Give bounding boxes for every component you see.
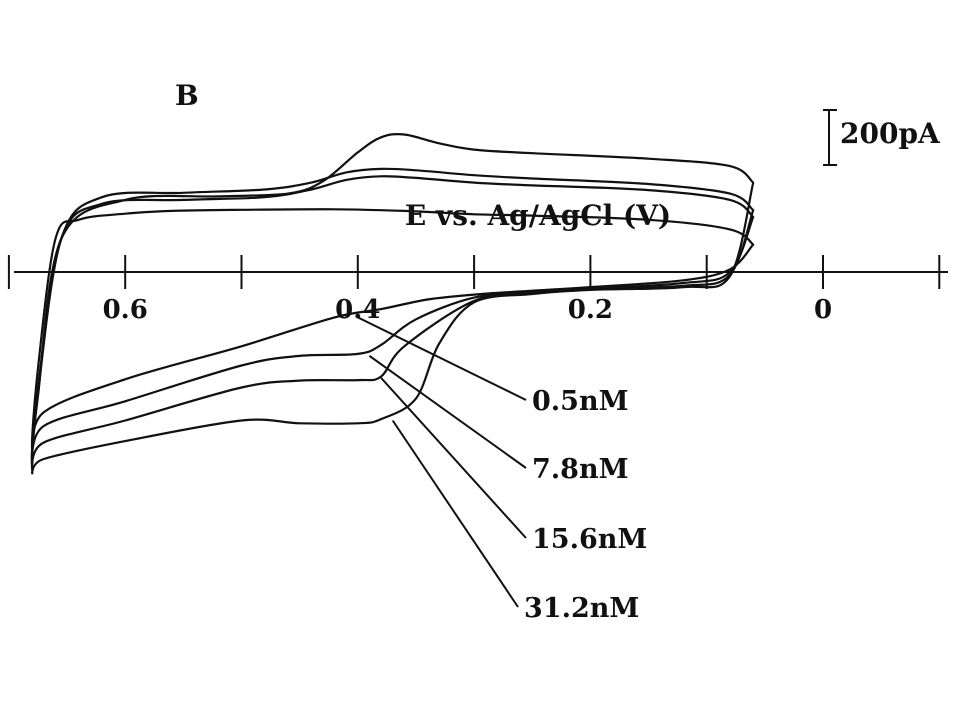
callout-label: 7.8nM	[532, 454, 629, 485]
callout-label: 31.2nM	[524, 593, 639, 624]
trace-0-5nm	[30, 208, 755, 453]
x-tick-label: 0.6	[103, 295, 148, 325]
callout-leader	[380, 377, 527, 539]
voltammogram-traces	[30, 132, 755, 475]
x-tick-label: 0.4	[335, 295, 380, 325]
callout-leader	[391, 419, 519, 608]
callout-leader	[368, 355, 527, 469]
callout-leader	[357, 316, 527, 401]
x-tick-label: 0.2	[568, 295, 613, 325]
concentration-callouts: 0.5nM 7.8nM 15.6nM 31.2nM	[357, 316, 647, 624]
scale-bar-label: 200pA	[840, 117, 941, 150]
x-axis: 0.6 0.4 0.2 0	[7, 255, 948, 325]
x-axis-tick-labels: 0.6 0.4 0.2 0	[103, 295, 832, 325]
callout-label: 0.5nM	[532, 386, 629, 417]
trace-31-2nm	[30, 132, 755, 475]
callout-label: 15.6nM	[532, 524, 647, 555]
x-tick-label: 0	[814, 295, 832, 325]
x-axis-label: E vs. Ag/AgCl (V)	[405, 199, 671, 232]
scale-bar: 200pA	[823, 109, 941, 166]
panel-label: B	[175, 79, 199, 112]
x-axis-ticks	[7, 255, 941, 289]
